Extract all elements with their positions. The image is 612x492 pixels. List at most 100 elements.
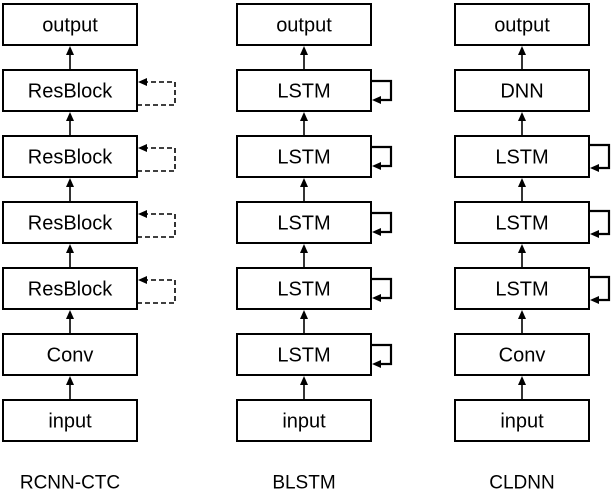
block-resblock: ResBlock bbox=[2, 135, 138, 178]
single-loop bbox=[589, 209, 611, 238]
recurrent-path bbox=[589, 275, 611, 302]
block-label: output bbox=[494, 15, 550, 37]
single-loop bbox=[589, 143, 611, 172]
block-label: input bbox=[48, 411, 92, 433]
block-conv: Conv bbox=[454, 333, 590, 376]
block-box bbox=[236, 201, 372, 244]
connector-arrowhead bbox=[300, 46, 308, 55]
connector-arrowhead bbox=[300, 178, 308, 187]
block-box bbox=[236, 333, 372, 376]
block-label: DNN bbox=[500, 81, 543, 103]
double-loop bbox=[371, 277, 393, 302]
block-input: input bbox=[236, 399, 372, 442]
block-lstm: LSTM bbox=[236, 201, 372, 244]
block-box bbox=[2, 3, 138, 46]
block-box bbox=[2, 69, 138, 112]
block-conv: Conv bbox=[2, 333, 138, 376]
block-label: LSTM bbox=[495, 147, 548, 169]
block-label: output bbox=[42, 15, 98, 37]
block-label: Conv bbox=[47, 345, 94, 367]
dashed-skip-path bbox=[137, 279, 176, 304]
block-label: ResBlock bbox=[28, 81, 113, 103]
connector-arrowhead bbox=[66, 376, 74, 385]
loop-arrowhead bbox=[138, 210, 147, 218]
dashed-skip-path bbox=[137, 81, 176, 106]
block-label: LSTM bbox=[277, 81, 330, 103]
connector-arrowhead bbox=[300, 112, 308, 121]
block-label: ResBlock bbox=[28, 279, 113, 301]
double-loop bbox=[371, 145, 393, 170]
block-input: input bbox=[454, 399, 590, 442]
block-output: output bbox=[454, 3, 590, 46]
block-dnn: DNN bbox=[454, 69, 590, 112]
block-lstm: LSTM bbox=[236, 69, 372, 112]
connector-arrowhead bbox=[518, 178, 526, 187]
block-label: LSTM bbox=[277, 279, 330, 301]
loop-arrowhead bbox=[138, 144, 147, 152]
block-box bbox=[454, 201, 590, 244]
dashed-loop bbox=[137, 144, 176, 172]
block-output: output bbox=[236, 3, 372, 46]
double-loop bbox=[371, 343, 393, 368]
block-label: LSTM bbox=[277, 147, 330, 169]
recurrent-path bbox=[589, 209, 611, 236]
connector-arrowhead bbox=[518, 376, 526, 385]
block-resblock: ResBlock bbox=[2, 267, 138, 310]
connector-arrowhead bbox=[66, 46, 74, 55]
loop-arrowhead bbox=[372, 96, 381, 104]
dashed-loop bbox=[137, 78, 176, 106]
block-output: output bbox=[2, 3, 138, 46]
block-box bbox=[454, 69, 590, 112]
block-box bbox=[236, 69, 372, 112]
block-box bbox=[2, 333, 138, 376]
connector-arrowhead bbox=[300, 244, 308, 253]
loop-arrowhead bbox=[590, 296, 599, 304]
block-box bbox=[454, 267, 590, 310]
loop-arrowhead bbox=[372, 360, 381, 368]
single-loop bbox=[589, 275, 611, 304]
block-lstm: LSTM bbox=[236, 135, 372, 178]
block-box bbox=[454, 333, 590, 376]
architecture-title: RCNN-CTC bbox=[20, 473, 120, 492]
connector-arrowhead bbox=[518, 310, 526, 319]
block-label: LSTM bbox=[277, 345, 330, 367]
block-label: input bbox=[500, 411, 544, 433]
block-label: Conv bbox=[499, 345, 546, 367]
block-box bbox=[2, 201, 138, 244]
block-box bbox=[454, 3, 590, 46]
block-box bbox=[236, 3, 372, 46]
block-box bbox=[2, 399, 138, 442]
block-resblock: ResBlock bbox=[2, 201, 138, 244]
loop-arrowhead bbox=[590, 230, 599, 238]
loop-arrowhead bbox=[372, 228, 381, 236]
connector-arrowhead bbox=[518, 112, 526, 121]
loop-arrowhead bbox=[372, 162, 381, 170]
block-box bbox=[236, 267, 372, 310]
dashed-skip-path bbox=[137, 213, 176, 238]
recurrent-path bbox=[371, 79, 393, 102]
block-lstm: LSTM bbox=[454, 201, 590, 244]
block-input: input bbox=[2, 399, 138, 442]
block-label: input bbox=[282, 411, 326, 433]
block-box bbox=[2, 135, 138, 178]
recurrent-path bbox=[589, 143, 611, 170]
block-box bbox=[236, 399, 372, 442]
connector-arrowhead bbox=[66, 244, 74, 253]
block-label: ResBlock bbox=[28, 213, 113, 235]
connector-arrowhead bbox=[300, 376, 308, 385]
architecture-title: CLDNN bbox=[489, 473, 554, 492]
loop-arrowhead bbox=[372, 294, 381, 302]
block-box bbox=[2, 267, 138, 310]
recurrent-path bbox=[371, 145, 393, 168]
loop-arrowhead bbox=[138, 276, 147, 284]
recurrent-path bbox=[371, 343, 393, 366]
dashed-skip-path bbox=[137, 147, 176, 172]
block-lstm: LSTM bbox=[236, 333, 372, 376]
block-lstm: LSTM bbox=[454, 135, 590, 178]
block-label: LSTM bbox=[277, 213, 330, 235]
block-label: LSTM bbox=[495, 279, 548, 301]
connector-arrowhead bbox=[66, 112, 74, 121]
block-label: output bbox=[276, 15, 332, 37]
block-label: LSTM bbox=[495, 213, 548, 235]
block-box bbox=[236, 135, 372, 178]
